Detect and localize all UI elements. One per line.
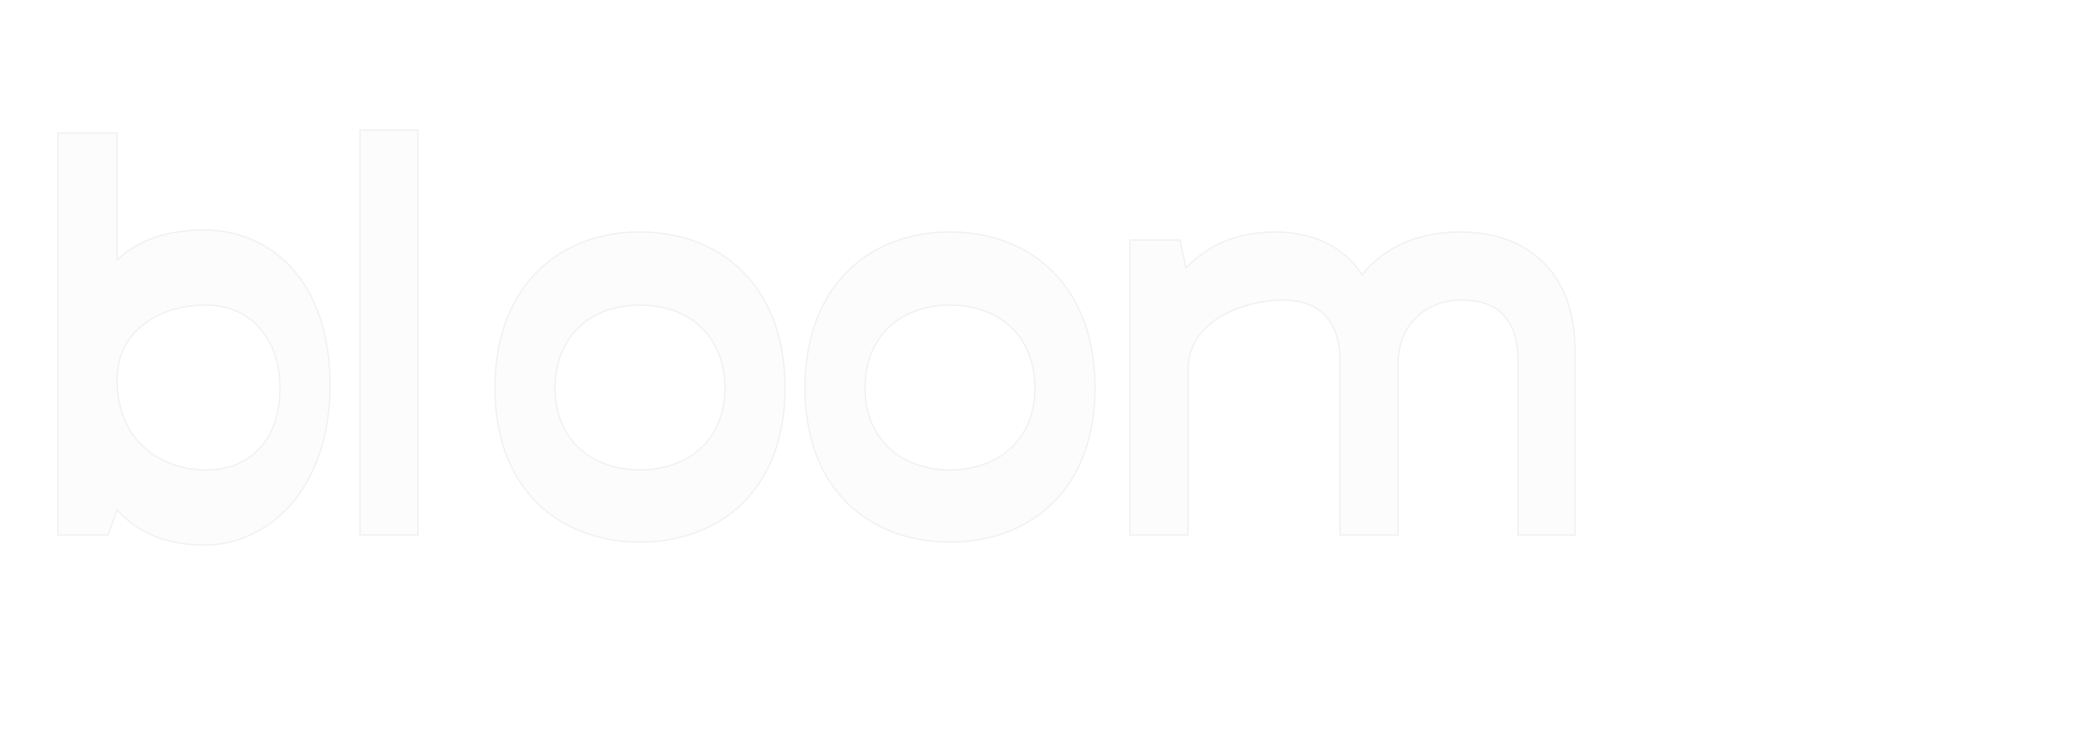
logo-letter-m bbox=[1129, 231, 1576, 536]
logo-letter-b bbox=[57, 132, 331, 546]
logo-letter-o-1 bbox=[494, 231, 786, 543]
logo-letter-o-2 bbox=[804, 231, 1096, 543]
logo-letter-l bbox=[359, 129, 419, 536]
